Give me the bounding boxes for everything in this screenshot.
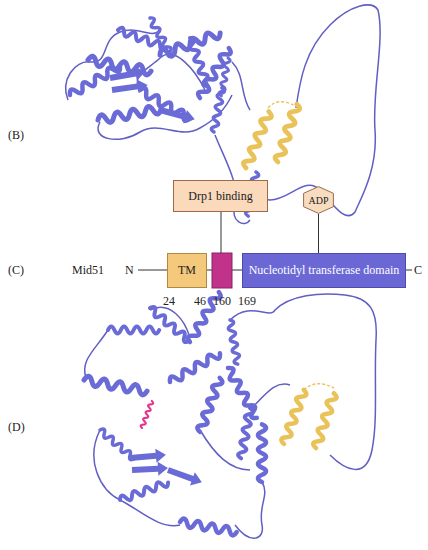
helix	[168, 350, 222, 386]
helix	[148, 305, 192, 343]
helix	[227, 319, 241, 364]
beta-strand	[158, 103, 196, 126]
tm-helix	[242, 110, 273, 170]
beta-strand	[166, 463, 205, 488]
ligand-hexagon: ADP	[303, 186, 334, 214]
structure-d	[83, 290, 376, 538]
residue-number: 24	[163, 294, 175, 308]
binding-label-box: Drp1 binding	[173, 180, 268, 212]
protein-name: Mid51	[72, 263, 104, 277]
helix	[179, 518, 237, 536]
tm-helices	[280, 388, 337, 449]
tm-helix	[280, 388, 307, 445]
helices	[83, 290, 266, 536]
loop	[85, 307, 190, 378]
structure-b	[66, 5, 380, 224]
loop	[230, 294, 376, 469]
node-text: Nucleotidyl transferase domain	[249, 264, 400, 277]
residue-number: 169	[238, 294, 256, 308]
terminus-label: C	[414, 263, 422, 277]
helix	[196, 46, 232, 100]
helix	[238, 407, 254, 459]
dashed-link	[268, 102, 295, 108]
tm-helices	[242, 103, 301, 170]
dashed-link	[304, 384, 334, 390]
helix	[219, 58, 231, 97]
node-text: ADP	[308, 194, 328, 207]
connector-stroke	[318, 214, 319, 253]
helix	[97, 104, 162, 124]
loop	[235, 482, 265, 538]
helix	[258, 424, 266, 482]
helix	[108, 326, 159, 333]
beta-strand	[132, 461, 169, 477]
tm-helix	[312, 392, 338, 449]
loop-coils	[85, 294, 377, 538]
loop	[252, 5, 380, 216]
node-text: TM	[178, 264, 196, 277]
connector-line	[318, 214, 319, 253]
panel-label: (C)	[8, 263, 24, 277]
loop	[94, 430, 180, 526]
panel-label: (D)	[8, 420, 25, 434]
terminus-label: N	[125, 263, 134, 277]
hexagon-shape	[304, 187, 334, 214]
loop-coils	[66, 5, 380, 224]
strands	[129, 448, 204, 489]
residue-number: 46	[194, 294, 206, 308]
helix	[83, 376, 148, 396]
leader-line	[221, 212, 222, 253]
tm-helix	[274, 103, 301, 163]
drp1-binding-site	[212, 253, 232, 288]
helix	[196, 376, 223, 433]
helix	[119, 479, 170, 503]
domain-box: Nucleotidyl transferase domain	[242, 253, 406, 288]
loop	[232, 62, 250, 110]
drp1-binding-helix	[140, 400, 154, 428]
beta-strand	[111, 78, 149, 97]
beta-strand	[129, 448, 166, 465]
tm-domain-box: TM	[167, 253, 207, 288]
panel-label: (B)	[8, 128, 24, 142]
node-text: Drp1 binding	[188, 190, 252, 203]
residue-number: 160	[213, 294, 231, 308]
strands	[109, 65, 197, 126]
